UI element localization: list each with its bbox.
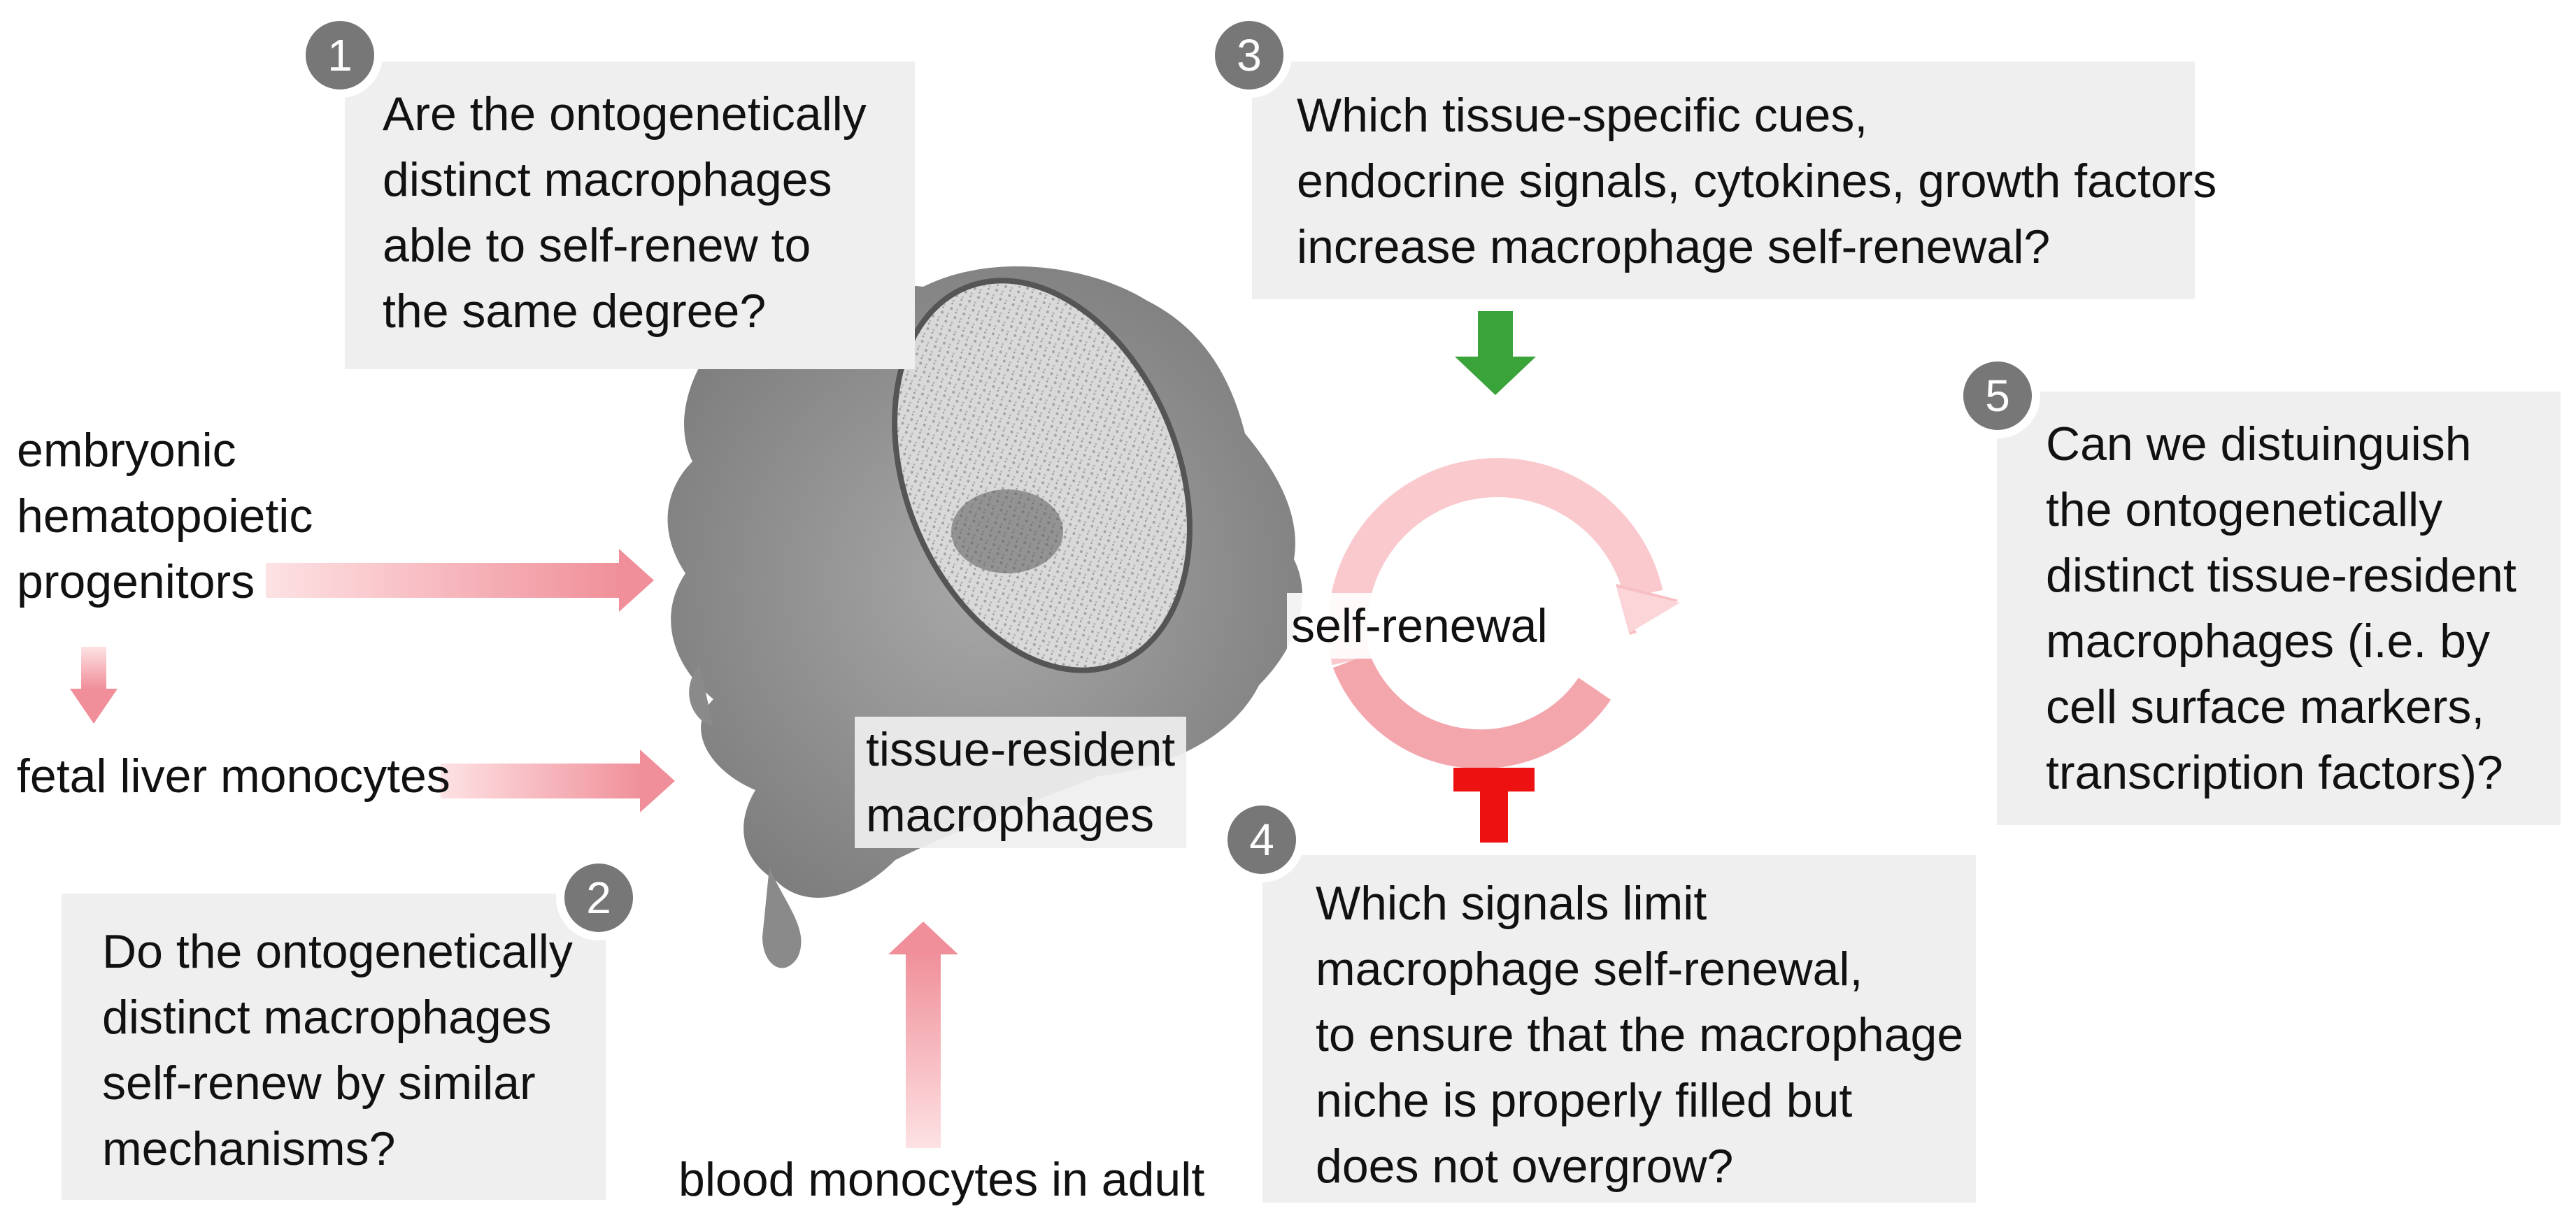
self-renewal-cycle-arrow [1328, 458, 1680, 769]
question-3-line: endocrine signals, cytokines, growth fac… [1297, 155, 2217, 208]
embryonic-arrow [266, 549, 654, 612]
question-1-line: distinct macrophages [383, 153, 832, 206]
blood-monocytes-label: blood monocytes in adult [678, 1153, 1205, 1206]
question-4-line: to ensure that the macrophage [1316, 1008, 1964, 1061]
question-5-line: macrophages (i.e. by [2046, 615, 2490, 668]
tissue-resident-macrophages-label: tissue-resident macrophages [855, 717, 1187, 848]
question-2-badge: 2 [556, 855, 641, 940]
question-5-line: Can we distuinguish [2046, 417, 2472, 471]
question-1-line: able to self-renew to [383, 219, 811, 272]
self-renewal-label: self-renewal [1287, 593, 1552, 659]
question-5-line: the ontogenetically [2046, 483, 2443, 536]
question-4-line: does not overgrow? [1316, 1140, 1734, 1193]
question-2-line: Do the ontogenetically [102, 925, 573, 978]
fetal-liver-monocytes-label: fetal liver monocytes [17, 750, 450, 803]
question-1-line: Are the ontogenetically [383, 87, 867, 141]
question-5-line: distinct tissue-resident [2046, 549, 2517, 602]
question-2-line: mechanisms? [102, 1122, 396, 1175]
embryonic-to-fetal-arrow [70, 647, 118, 724]
question-3-text: Which tissue-specific cues, endocrine si… [1252, 62, 2217, 280]
question-5-text: Can we distuinguish the ontogenetically … [1997, 392, 2561, 805]
question-2-line: distinct macrophages [102, 991, 552, 1044]
embryonic-label-line: hematopoietic [17, 489, 313, 543]
question-box-2: Do the ontogenetically distinct macropha… [62, 894, 606, 1200]
question-2-text: Do the ontogenetically distinct macropha… [62, 894, 606, 1182]
question-5-line: cell surface markers, [2046, 680, 2485, 733]
stimulate-arrow [1455, 311, 1536, 395]
inhibit-bar [1453, 768, 1535, 843]
question-4-line: macrophage self-renewal, [1316, 943, 1863, 996]
embryonic-label-line: embryonic [17, 424, 236, 477]
cell-label-line: macrophages [866, 789, 1155, 842]
question-1-line: the same degree? [383, 285, 767, 338]
question-3-line: increase macrophage self-renewal? [1297, 220, 2051, 273]
question-box-1: Are the ontogenetically distinct macroph… [345, 62, 915, 369]
embryonic-label-line: progenitors [17, 555, 255, 608]
cell-label-line: tissue-resident [866, 723, 1176, 776]
question-5-badge: 5 [1955, 353, 2040, 438]
question-box-3: Which tissue-specific cues, endocrine si… [1252, 62, 2217, 299]
question-3-badge: 3 [1207, 13, 1292, 98]
question-4-badge: 4 [1219, 797, 1304, 882]
question-3-line: Which tissue-specific cues, [1297, 89, 1868, 142]
fetal-liver-arrow [441, 750, 675, 812]
question-1-text: Are the ontogenetically distinct macroph… [345, 62, 915, 344]
question-4-line: Which signals limit [1316, 877, 1707, 930]
question-5-line: transcription factors)? [2046, 746, 2503, 799]
question-box-4: Which signals limit macrophage self-rene… [1262, 855, 1976, 1203]
embryonic-progenitors-label: embryonic hematopoietic progenitors [17, 417, 313, 615]
question-box-5: Can we distuinguish the ontogenetically … [1997, 392, 2561, 825]
question-1-badge: 1 [297, 13, 383, 98]
question-2-line: self-renew by similar [102, 1056, 536, 1110]
question-4-line: niche is properly filled but [1316, 1074, 1853, 1127]
blood-monocytes-arrow [888, 922, 958, 1148]
question-4-text: Which signals limit macrophage self-rene… [1262, 855, 1976, 1199]
